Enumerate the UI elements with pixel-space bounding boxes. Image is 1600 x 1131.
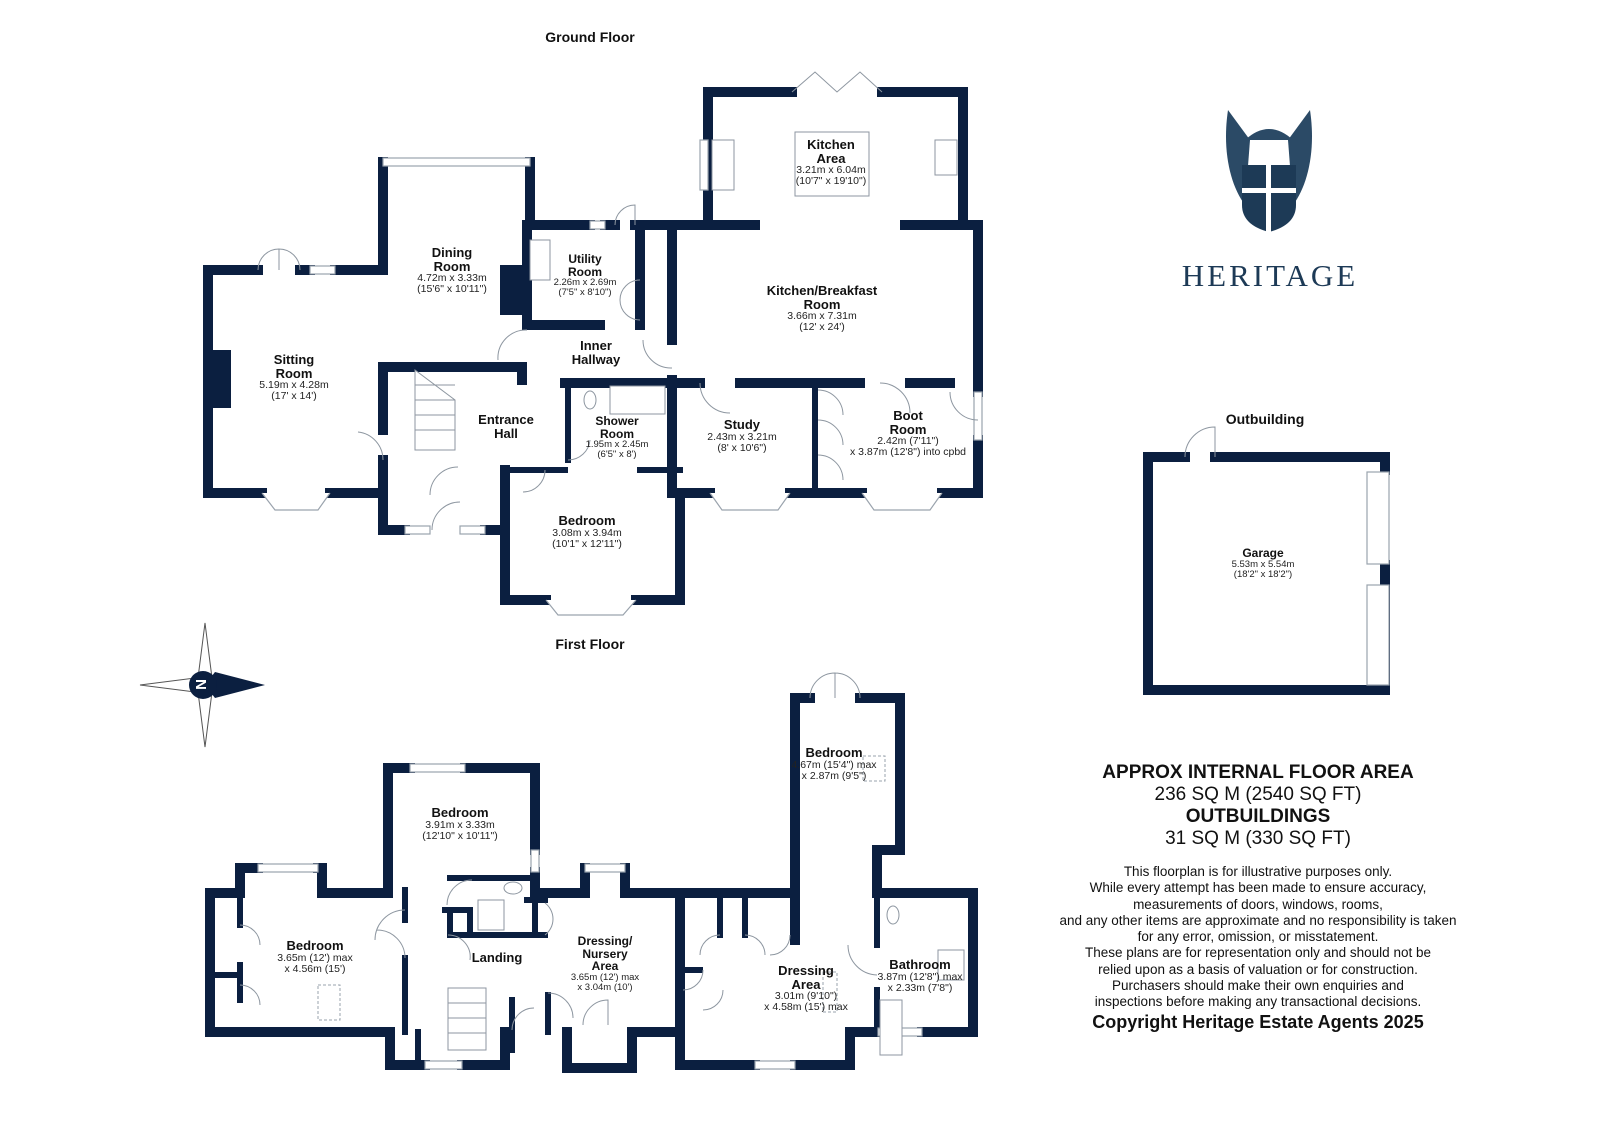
first-floor-walls <box>205 693 978 1073</box>
ground-floor-doors <box>257 71 979 531</box>
room-dims: 3.21m x 6.04m (10'7" x 19'10") <box>795 164 867 188</box>
area-heading: APPROX INTERNAL FLOOR AREA <box>1102 762 1414 783</box>
heritage-logo: HERITAGE <box>1170 250 1370 294</box>
room-name: Landing <box>471 950 523 965</box>
outbuildings-value: 31 SQ M (330 SQ FT) <box>1165 828 1351 849</box>
ground-floor-walls <box>203 87 983 605</box>
room-name: Kitchen/Breakfast Room <box>766 283 878 312</box>
room-name: Dressing/ Nursery Area <box>577 934 633 974</box>
garage-walls <box>1143 426 1390 695</box>
room-dims: 3.65m (12') max x 4.56m (15') <box>277 951 353 975</box>
room-dims: 3.01m (9'10") x 4.58m (15') max <box>764 990 848 1014</box>
floor-area-info: APPROX INTERNAL FLOOR AREA 236 SQ M (254… <box>1058 762 1458 1033</box>
room-dims: 3.08m x 3.94m (10'1" x 12'11") <box>552 526 622 550</box>
disclaimer-text: This floorplan is for illustrative purpo… <box>1059 864 1457 1010</box>
room-name: Boot Room <box>889 408 927 437</box>
ground-floor-windows <box>261 139 983 616</box>
room-dims: 3.87m (12'8") max x 2.33m (7'8") <box>877 970 963 994</box>
room-name: Kitchen Area <box>807 137 855 166</box>
room-dims: 1.95m x 2.45m (6'5" x 8') <box>585 439 649 461</box>
room-dims: 3.66m x 7.31m (12' x 24') <box>787 310 857 334</box>
room-name: Utility Room <box>568 252 602 279</box>
room-name: Study <box>723 417 761 432</box>
room-name: Dining Room <box>431 245 473 274</box>
heritage-crest-logo <box>1225 110 1313 232</box>
room-dims: 4.72m x 3.33m (15'6" x 10'11") <box>417 272 487 296</box>
compass-north-label: N <box>192 679 210 690</box>
ground-floor-title: Ground Floor <box>545 29 635 45</box>
north-compass-icon <box>139 622 265 748</box>
room-name: Shower Room <box>595 414 639 441</box>
room-label-entrance-hall: Entrance Hall <box>478 413 534 440</box>
room-name: Bedroom <box>431 805 489 820</box>
room-dims: 4.67m (15'4") max x 2.87m (9'5") <box>791 758 877 782</box>
room-name: Bathroom <box>889 957 951 972</box>
room-name: Garage <box>1242 546 1284 560</box>
room-dims: 2.26m x 2.69m (7'5" x 8'10") <box>553 277 617 299</box>
room-dims: 5.19m x 4.28m (17' x 14') <box>259 379 329 403</box>
logo-wordmark: HERITAGE <box>1181 258 1359 293</box>
room-name: Bedroom <box>558 513 616 528</box>
room-name: Sitting Room <box>273 352 315 381</box>
first-floor-doors <box>239 879 878 1031</box>
room-dims: 3.91m x 3.33m (12'10" x 10'11") <box>422 818 498 842</box>
ground-floor-fixtures <box>205 131 958 451</box>
outbuilding-title: Outbuilding <box>1225 411 1305 427</box>
room-dims: 5.53m x 5.54m (18'2" x 18'2") <box>1231 558 1295 580</box>
room-dims: 3.65m (12') max x 3.04m (10') <box>570 971 640 993</box>
room-name: Inner Hallway <box>571 338 621 367</box>
area-value: 236 SQ M (2540 SQ FT) <box>1154 784 1362 805</box>
room-dims: 2.42m (7'11") x 3.87m (12'8") into cpbd <box>849 435 967 459</box>
first-floor-title: First Floor <box>555 636 625 652</box>
room-name: Entrance Hall <box>478 412 534 441</box>
copyright-text: Copyright Heritage Estate Agents 2025 <box>1092 1011 1424 1032</box>
first-floor-interior-walls <box>209 875 880 1068</box>
room-name: Bedroom <box>805 745 863 760</box>
room-label-landing: Landing <box>472 951 523 965</box>
room-name: Bedroom <box>286 938 344 953</box>
room-label-inner-hallway: Inner Hallway <box>572 339 620 366</box>
outbuildings-heading: OUTBUILDINGS <box>1185 806 1331 827</box>
room-name: Dressing Area <box>778 963 834 992</box>
room-dims: 2.43m x 3.21m (8' x 10'6") <box>707 430 777 454</box>
first-floor-fixtures <box>317 755 965 1056</box>
